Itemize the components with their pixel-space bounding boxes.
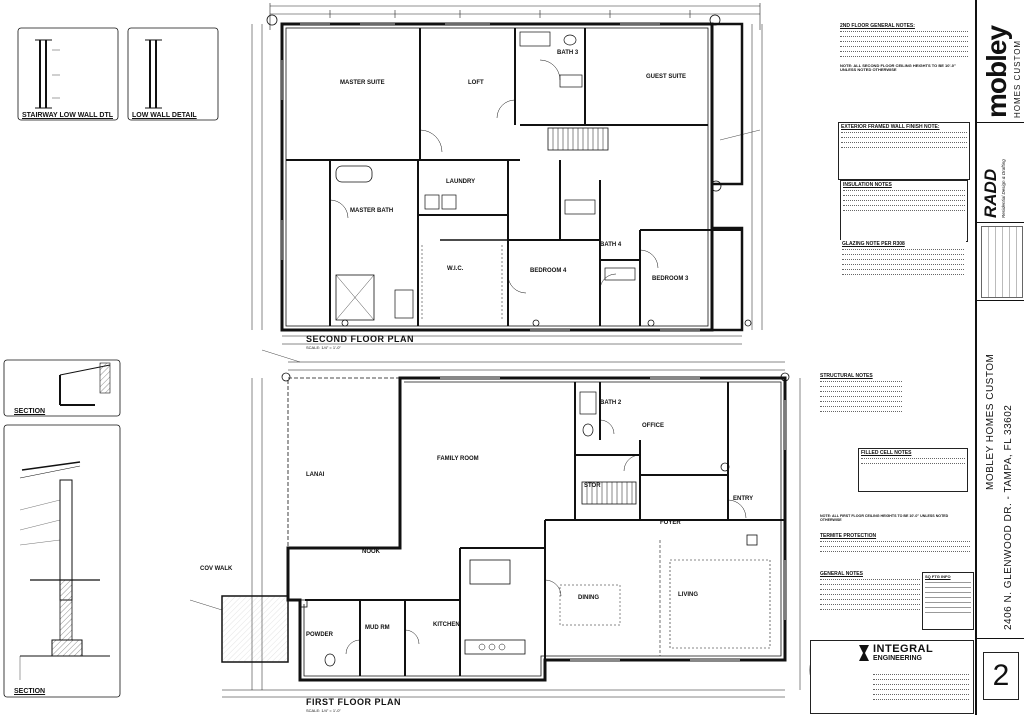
- engineer-sub: ENGINEERING: [873, 655, 923, 662]
- section-small: [3, 359, 121, 417]
- room-entry: ENTRY: [733, 496, 754, 502]
- title-block: mobley HOMES CUSTOM RADD Residential Des…: [975, 0, 1024, 715]
- room-dining: DINING: [578, 595, 599, 601]
- designer-cell: RADD Residential Design & Drafting: [977, 122, 1024, 223]
- section-large-title: SECTION: [14, 688, 46, 695]
- room-laundry: LAUNDRY: [446, 179, 476, 185]
- first-floor-ceiling-note: NOTE: ALL FIRST FLOOR CEILING HEIGHTS TO…: [818, 512, 972, 534]
- second-floor-title: SECOND FLOOR PLAN: [306, 334, 415, 344]
- room-living: LIVING: [678, 592, 699, 598]
- low-wall-detail: [127, 27, 219, 121]
- first-floor-scale: SCALE: 1/4" = 1'-0": [306, 708, 341, 713]
- room-bath-4: BATH 4: [600, 242, 622, 248]
- integral-logo-icon: [859, 645, 869, 661]
- termite-protection-title: TERMITE PROTECTION: [820, 533, 877, 539]
- room-bath-3: BATH 3: [557, 50, 579, 56]
- insulation-notes-title: INSULATION NOTES: [843, 182, 892, 188]
- engineer-block: INTEGRAL ENGINEERING: [810, 640, 974, 714]
- structural-notes: STRUCTURAL NOTES: [818, 372, 904, 446]
- room-cov-walk: COV WALK: [200, 566, 233, 572]
- room-loft: LOFT: [468, 80, 484, 86]
- room-kitchen: KITCHEN: [433, 622, 460, 628]
- designer-name: RADD: [981, 168, 1000, 218]
- brand-name: mobley: [981, 25, 1012, 118]
- room-bedroom-3: BEDROOM 3: [652, 276, 689, 282]
- exterior-finish-title: EXTERIOR FRAMED WALL FINISH NOTE:: [841, 124, 940, 130]
- second-floor-plan: [251, 14, 763, 345]
- general-notes-title: GENERAL NOTES: [820, 571, 863, 577]
- second-floor-ceiling-note: NOTE: ALL SECOND FLOOR CEILING HEIGHTS T…: [840, 63, 956, 73]
- glazing-note: GLAZING NOTE PER R308: [840, 240, 966, 302]
- room-mud-rm: MUD RM: [365, 625, 390, 631]
- section-small-title: SECTION: [14, 408, 46, 415]
- second-floor-general-notes-title: 2ND FLOOR GENERAL NOTES:: [840, 23, 915, 29]
- room-guest-suite: GUEST SUITE: [646, 74, 687, 80]
- room-master-bath: MASTER BATH: [350, 208, 394, 214]
- stairway-detail: [17, 27, 119, 121]
- room-family-room: FAMILY ROOM: [437, 456, 479, 462]
- second-floor-scale: SCALE: 1/4" = 1'-0": [306, 345, 341, 350]
- room-office: OFFICE: [642, 423, 664, 429]
- engineer-name: INTEGRAL: [873, 643, 934, 655]
- room-stor: STOR: [584, 483, 601, 489]
- dimension-lines-top: [269, 3, 761, 30]
- exterior-finish-note: EXTERIOR FRAMED WALL FINISH NOTE:: [838, 122, 970, 180]
- engineer-logo: INTEGRAL ENGINEERING: [859, 643, 971, 665]
- sqft-info-title: SQ FTG INFO: [925, 574, 951, 579]
- project-cell: MOBLEY HOMES CUSTOM 2406 N. GLENWOOD DR.…: [977, 300, 1024, 639]
- project-name: MOBLEY HOMES CUSTOM: [985, 353, 996, 490]
- sheet-number: 2: [983, 652, 1019, 700]
- second-floor-general-notes: 2ND FLOOR GENERAL NOTES: NOTE: ALL SECON…: [838, 22, 970, 126]
- sqft-info: SQ FTG INFO: [922, 572, 974, 630]
- structural-notes-title: STRUCTURAL NOTES: [820, 373, 873, 379]
- revision-cell: [977, 222, 1024, 301]
- insulation-notes: INSULATION NOTES: [840, 180, 968, 242]
- room-lanai: LANAI: [306, 472, 325, 478]
- designer-sub: Residential Design & Drafting: [1001, 159, 1006, 218]
- brand-sub: HOMES CUSTOM: [1013, 39, 1022, 118]
- room-wic: W.I.C.: [447, 266, 464, 272]
- filled-cell-notes: FILLED CELL NOTES: [858, 448, 968, 492]
- first-floor-title: FIRST FLOOR PLAN: [306, 697, 401, 707]
- stairway-detail-title: STAIRWAY LOW WALL DTL: [22, 112, 113, 119]
- room-bedroom-4: BEDROOM 4: [530, 268, 567, 274]
- sheet-number-cell: 2: [977, 638, 1024, 715]
- termite-protection: TERMITE PROTECTION: [818, 532, 972, 570]
- room-master-suite: MASTER SUITE: [340, 80, 385, 86]
- room-foyer: FOYER: [660, 520, 681, 526]
- glazing-note-title: GLAZING NOTE PER R308: [842, 241, 905, 247]
- floor-plans: [3, 3, 891, 711]
- room-bath-2: BATH 2: [600, 400, 622, 406]
- project-address: 2406 N. GLENWOOD DR. - TAMPA, FL 33602: [1003, 404, 1014, 630]
- room-powder: POWDER: [306, 632, 333, 638]
- filled-cell-notes-title: FILLED CELL NOTES: [861, 450, 912, 456]
- low-wall-detail-title: LOW WALL DETAIL: [132, 112, 197, 119]
- brand-cell: mobley HOMES CUSTOM: [977, 0, 1024, 123]
- room-nook: NOOK: [362, 549, 380, 555]
- revision-table: [981, 226, 1023, 298]
- wall-section-large: [3, 424, 121, 698]
- general-notes: GENERAL NOTES: [818, 570, 922, 640]
- first-floor-plan: [221, 361, 801, 698]
